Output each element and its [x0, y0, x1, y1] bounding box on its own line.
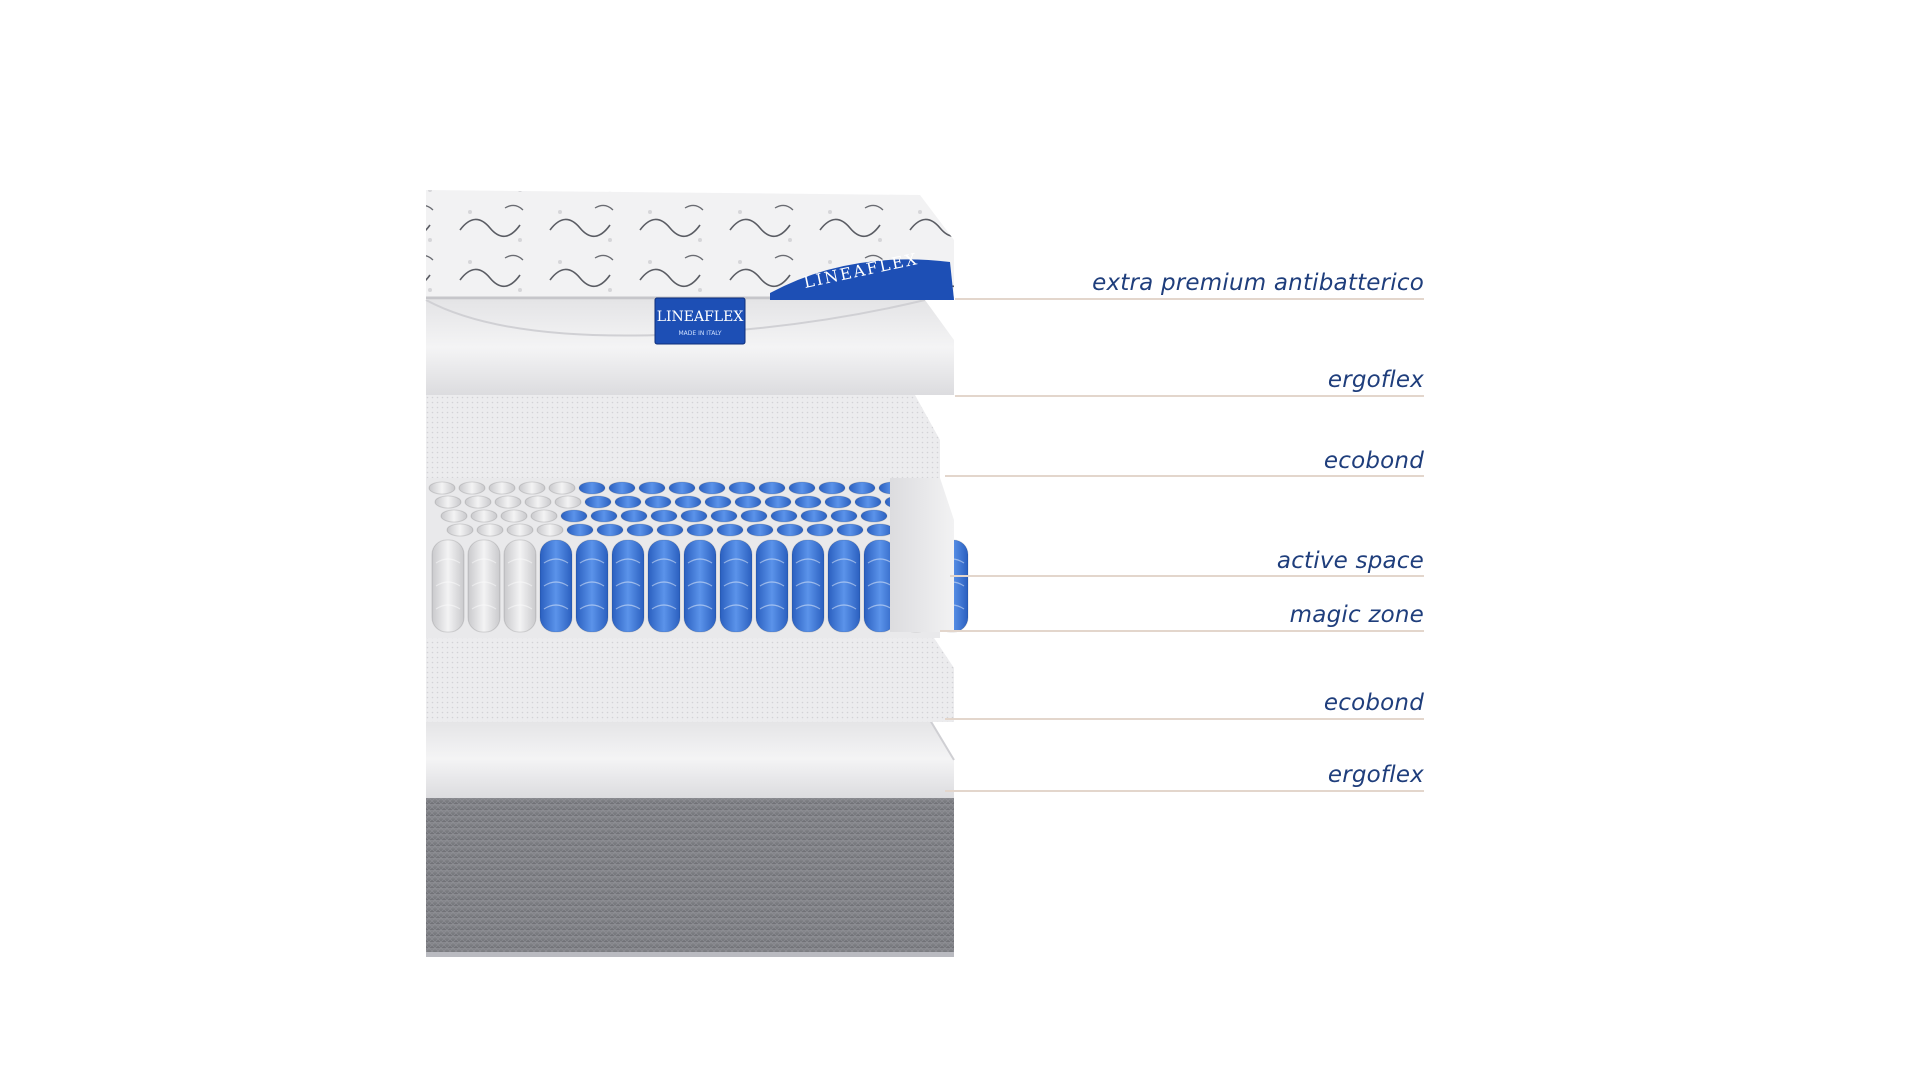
layer-label: active space: [1276, 548, 1424, 574]
brand-tag-subtext: MADE IN ITALY: [678, 330, 721, 337]
brand-tag-label: LINEAFLEX: [657, 309, 744, 325]
layer-label: ergoflex: [1327, 762, 1424, 788]
leader-line: [945, 475, 1424, 477]
layer-label: ecobond: [1323, 448, 1424, 474]
leader-line: [955, 395, 1424, 397]
layer-label: ecobond: [1323, 690, 1424, 716]
brand-tag: LINEAFLEX MADE IN ITALY: [654, 297, 746, 345]
leader-line: [950, 575, 1424, 577]
layer-label: ergoflex: [1327, 367, 1424, 393]
layer-label: magic zone: [1289, 602, 1424, 628]
leader-line: [945, 718, 1424, 720]
layer-label: extra premium antibatterico: [1092, 270, 1424, 296]
leader-line: [940, 630, 1424, 632]
leader-line: [955, 298, 1424, 300]
pocket-springs: [428, 481, 969, 633]
leader-line: [945, 790, 1424, 792]
